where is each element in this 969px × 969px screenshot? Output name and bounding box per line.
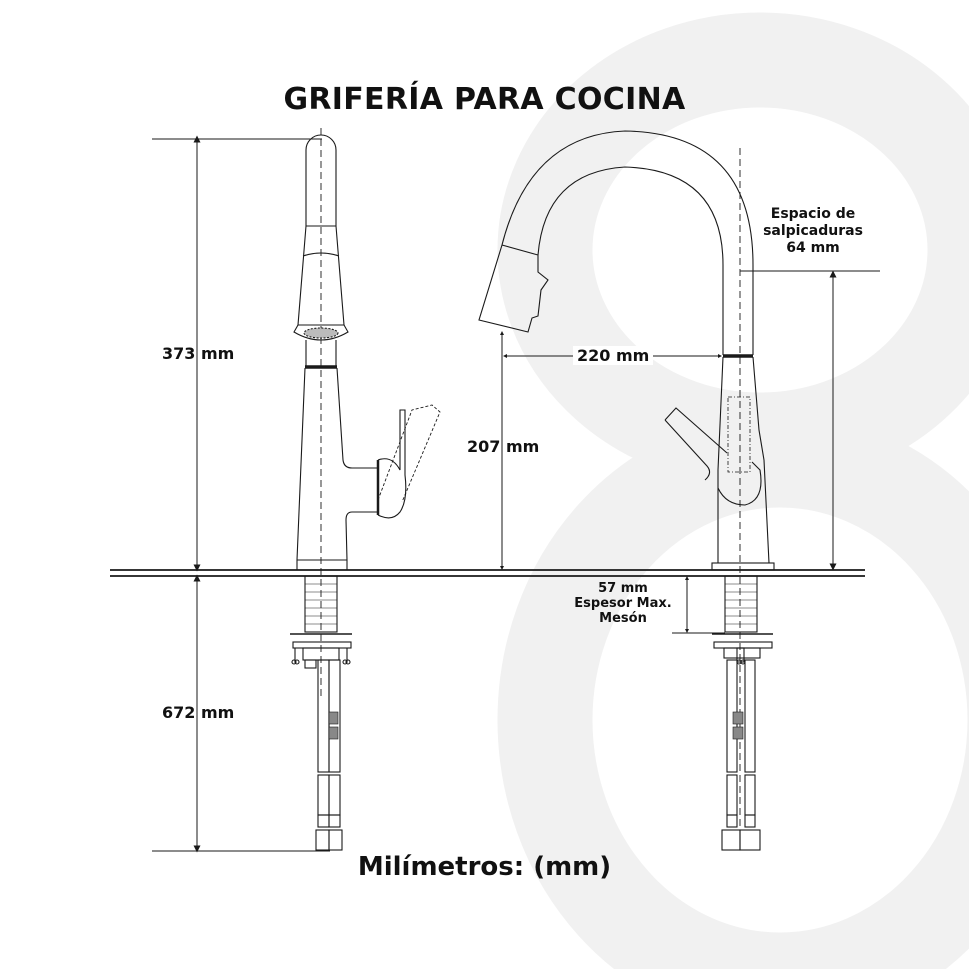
- backsplash-note: Espacio de salpicaduras 64 mm: [752, 206, 874, 257]
- countertop-note-line2: Espesor Max.: [574, 596, 672, 611]
- countertop: [110, 569, 865, 577]
- height-below-counter-label: 672 mm: [162, 703, 235, 722]
- front-view-faucet: [478, 130, 775, 851]
- left-dimension-lines: [152, 135, 330, 853]
- spout-reach-label: 220 mm: [573, 346, 654, 365]
- watermark-eight-logo: [497, 12, 969, 969]
- countertop-thickness-note: 57 mm Espesor Max. Mesón: [568, 581, 678, 626]
- backsplash-note-line3: 64 mm: [786, 240, 840, 256]
- height-above-counter-label: 373 mm: [162, 344, 235, 363]
- spout-clearance-label: 207 mm: [467, 437, 540, 456]
- units-label: Milímetros: (mm): [357, 852, 612, 882]
- page-title: GRIFERÍA PARA COCINA: [283, 82, 686, 117]
- countertop-note-line3: Mesón: [599, 611, 647, 626]
- side-view-faucet: [290, 128, 441, 851]
- backsplash-note-line2: salpicaduras: [763, 223, 863, 239]
- backsplash-note-line1: Espacio de: [770, 206, 856, 222]
- countertop-note-line1: 57 mm: [598, 581, 648, 596]
